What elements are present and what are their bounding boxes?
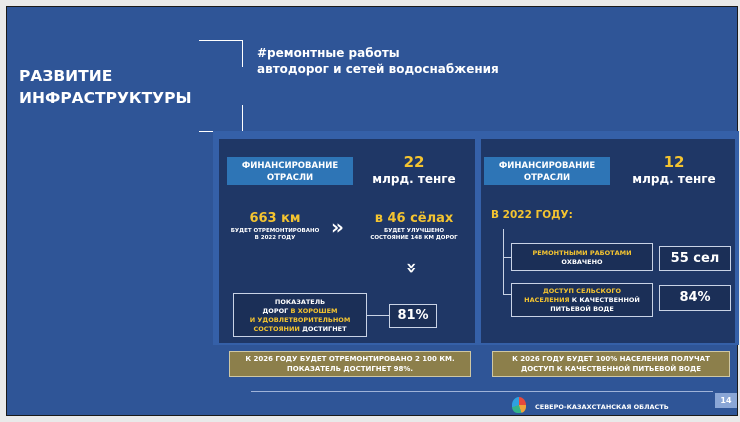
financing-unit: млрд. тенге <box>632 172 716 186</box>
villages-value: в 46 сёлах <box>374 211 454 226</box>
chevron-down-icon: » <box>400 262 422 274</box>
financing-amount: 22 <box>403 153 425 171</box>
bracket-bottom <box>199 105 243 132</box>
water-access-box: ДОСТУП СЕЛЬСКОГО НАСЕЛЕНИЯ К КАЧЕСТВЕННО… <box>511 283 653 317</box>
financing-unit: млрд. тенге <box>372 172 456 186</box>
tree-branch <box>503 257 511 258</box>
connector-line <box>367 315 389 316</box>
financing-amount: 12 <box>663 153 685 171</box>
footer-divider <box>251 391 713 392</box>
km-value: 663 км <box>249 211 301 226</box>
bracket-top <box>199 40 243 67</box>
repair-coverage-value: 55 сел <box>659 246 731 271</box>
tree-line <box>503 229 511 295</box>
indicator-percent: 81% <box>389 304 437 328</box>
roads-2026-banner: К 2026 ГОДУ БУДЕТ ОТРЕМОНТИРОВАНО 2 100 … <box>229 351 471 377</box>
indicator-box: ПОКАЗАТЕЛЬ ДОРОГ В ХОРОШЕМ И УДОВЛЕТВОРИ… <box>233 293 367 337</box>
page-number: 14 <box>715 393 737 408</box>
chevron-right-icon: » <box>331 215 344 239</box>
region-name: СЕВЕРО-КАЗАХСТАНСКАЯ ОБЛАСТЬ <box>535 403 669 411</box>
water-access-value: 84% <box>659 285 731 311</box>
year-heading: В 2022 ГОДУ: <box>491 209 573 221</box>
region-logo-icon <box>512 397 526 413</box>
water-2026-banner: К 2026 ГОДУ БУДЕТ 100% НАСЕЛЕНИЯ ПОЛУЧАТ… <box>492 351 730 377</box>
